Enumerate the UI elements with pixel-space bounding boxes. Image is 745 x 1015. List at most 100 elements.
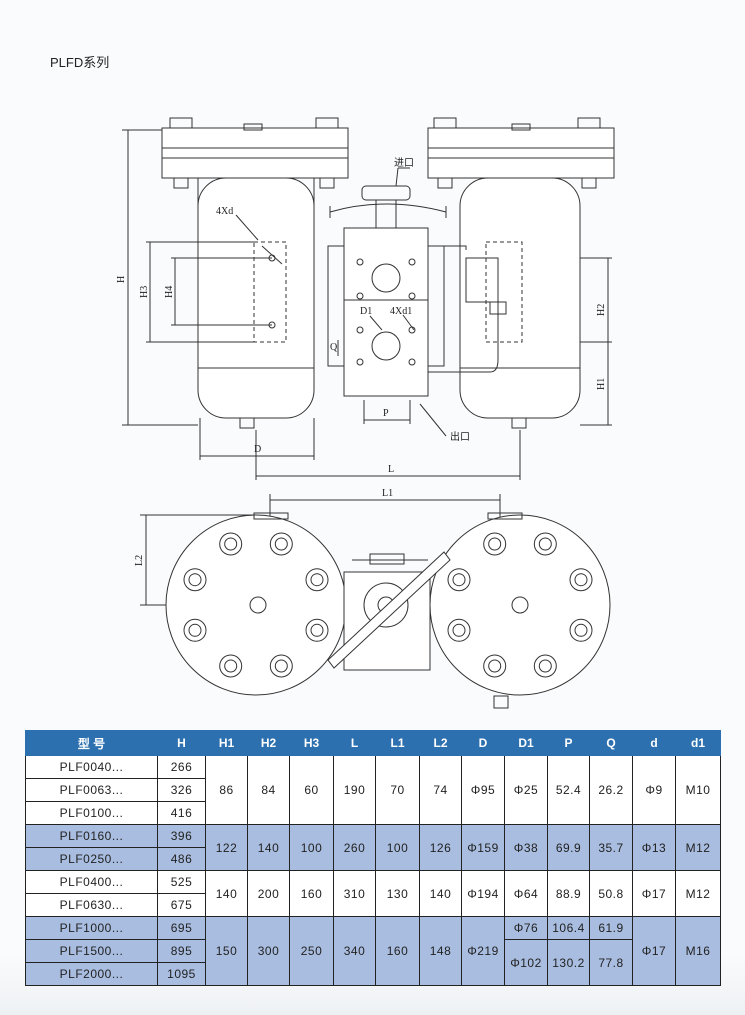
model-cell: PLF1500... [25,939,158,963]
header-p: P [547,730,590,756]
p-cell: 88.9 [547,870,590,917]
bolt-head [310,623,324,637]
q-cell: 61.9 [589,916,633,940]
h-cell: 416 [157,801,206,825]
l2-label: L2 [134,555,145,566]
top-view [140,494,611,709]
right-filter-housing [427,117,615,429]
hole-4xd-label: 4Xd [216,206,233,217]
valve-block [327,185,507,397]
d1-cell: Φ25 [504,755,548,825]
l1-cell: 160 [375,916,420,986]
h2-cell: 200 [247,870,290,917]
h-cell: 266 [157,755,206,779]
left-filter-housing [161,117,349,429]
h3-cell: 100 [289,824,334,871]
q-cell: 77.8 [589,939,633,986]
model-cell: PLF0630... [25,893,158,917]
l1-label: L1 [382,488,393,499]
h2-label: H2 [596,304,607,316]
p-cell: 52.4 [547,755,590,825]
d1-small-cell: M12 [675,824,721,871]
d-cell: Φ194 [461,870,505,917]
h-cell: 486 [157,847,206,871]
d-small-cell: Φ17 [632,870,676,917]
d-label: D [254,444,261,455]
d1-cell: Φ76 [504,916,548,940]
table-row: PLF0250... 486 [25,847,721,871]
d-cell: Φ95 [461,755,505,825]
bolt-head [188,573,202,587]
l1-cell: 100 [375,824,420,871]
h2-cell: 140 [247,824,290,871]
header-h3: H3 [289,730,334,756]
h4-label: H4 [164,286,175,298]
h-cell: 525 [157,870,206,894]
header-l2: L2 [419,730,462,756]
h1-label: H1 [596,378,607,390]
header-d1: D1 [504,730,548,756]
h3-label: H3 [139,286,150,298]
h-cell: 1095 [157,962,206,986]
model-cell: PLF2000... [25,962,158,986]
model-cell: PLF0400... [25,870,158,894]
table-row: PLF0040... 266 86 84 60 190 70 74 Φ95 Φ2… [25,755,721,825]
h1-cell: 140 [205,870,248,917]
l2-cell: 148 [419,916,462,986]
h3-cell: 160 [289,870,334,917]
table-row: PLF0160... 396 122 140 100 260 100 126 Φ… [25,824,721,871]
bolt-head [452,573,466,587]
header-q: Q [589,730,633,756]
table-header-row: 型 号 H H1 H2 H3 L L1 L2 D D1 P Q d d1 [25,730,721,756]
header-model: 型 号 [25,730,158,756]
p-label: P [383,408,389,419]
bolt-head [488,537,502,551]
h-cell: 695 [157,916,206,940]
bolt-head [274,537,288,551]
bolt-head [452,623,466,637]
l-cell: 260 [333,824,376,871]
table-row: PLF0063... 326 [25,778,721,802]
hole-4xd1-label: 4Xd1 [390,306,412,317]
flange-bolts [183,532,593,678]
d1-small-cell: M12 [675,870,721,917]
model-cell: PLF0100... [25,801,158,825]
d1-cell: Φ64 [504,870,548,917]
l-label: L [388,464,394,475]
h-label: H [116,276,127,283]
bolt-head [310,573,324,587]
d1-label: D1 [360,306,372,317]
bolt-head [538,659,552,673]
d1-cell: Φ102 [504,939,548,986]
h1-cell: 122 [205,824,248,871]
bolt-head [224,659,238,673]
bolt-head [574,623,588,637]
table-row: PLF0100... 416 [25,801,721,825]
model-cell: PLF0040... [25,755,158,779]
d1-small-cell: M16 [675,916,721,986]
header-l1: L1 [375,730,420,756]
model-cell: PLF1000... [25,916,158,940]
h2-cell: 84 [247,755,290,825]
l-cell: 310 [333,870,376,917]
technical-drawing: 进口 出口 4Xd 4Xd1 D1 Q P D L L1 H H3 H4 H2 … [116,117,615,709]
bolt-head [538,537,552,551]
table-row: PLF1500... 895 Φ102 130.2 77.8 [25,939,721,986]
d-small-cell: Φ9 [632,755,676,825]
header-d: D [461,730,505,756]
bolt-head [224,537,238,551]
q-label: Q [330,342,338,353]
dimension-lines [122,129,612,480]
inlet-label: 进口 [394,157,414,169]
bolt-head [274,659,288,673]
model-cell: PLF0063... [25,778,158,802]
table-row: PLF1000... 695 150 300 250 340 160 148 Φ… [25,916,721,986]
d1-small-cell: M10 [675,755,721,825]
l1-cell: 130 [375,870,420,917]
h-cell: 675 [157,893,206,917]
d-small-cell: Φ13 [632,824,676,871]
header-d-small: d [632,730,676,756]
h-cell: 396 [157,824,206,848]
header-h2: H2 [247,730,290,756]
l2-cell: 140 [419,870,462,917]
